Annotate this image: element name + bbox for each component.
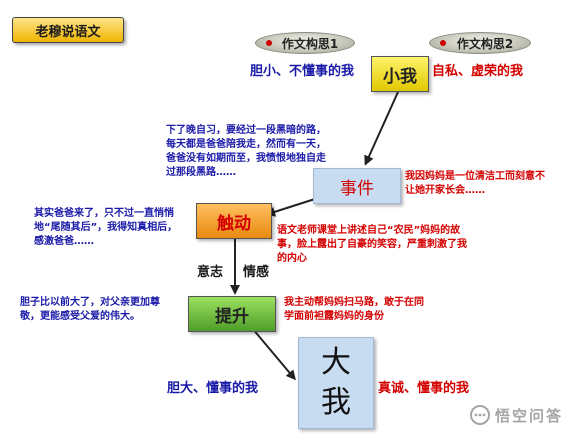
rise-box-label: 提升 — [215, 306, 249, 327]
badge-dot-icon — [440, 40, 446, 46]
touch-right-note-line-1: 语文老师课堂上讲述自己“农民”妈妈的故 — [277, 225, 461, 236]
touch-box-label: 触动 — [217, 213, 251, 234]
touch-right-note-line-3: 的内心 — [277, 253, 307, 264]
arrow-small-to-event — [364, 91, 399, 166]
small-self-box-label: 小我 — [383, 66, 417, 87]
big-self-right-text: 真诚、懂事的我 — [378, 381, 470, 396]
big-self-left-text: 胆大、懂事的我 — [167, 381, 259, 396]
watermark: 悟空问答 — [469, 404, 563, 426]
chat-bubble-icon — [470, 405, 490, 425]
event-right-note-line-1: 我因妈妈是一位清洁工而刻意不 — [405, 171, 545, 182]
touch-left-note: 其实爸爸来了，只不过一直悄悄 地“尾随其后”，我得知真相后， 感激爸爸…… — [34, 207, 177, 249]
rise-left-note-line-2: 敬，更能感受父爱的伟大。 — [20, 311, 140, 322]
concept-2-badge: 作文构思2 — [429, 32, 531, 54]
title-tag-label: 老穆说语文 — [35, 24, 101, 40]
rise-left-note: 胆子比以前大了，对父亲更加尊 敬，更能感受父爱的伟大。 — [20, 296, 160, 324]
big-self-char-1: 大 — [321, 345, 351, 380]
will-label: 意志 — [197, 265, 224, 280]
title-tag: 老穆说语文 — [12, 17, 124, 43]
event-left-note-line-3: 爸爸没有如期而至，我愤恨地独自走 — [166, 153, 326, 164]
concept-2-label: 作文构思2 — [456, 36, 514, 51]
rise-left-note-line-1: 胆子比以前大了，对父亲更加尊 — [20, 297, 160, 308]
event-box-label: 事件 — [340, 178, 374, 199]
small-self-right-text: 自私、虚荣的我 — [432, 64, 524, 79]
small-self-left-text: 胆小、不懂事的我 — [250, 64, 355, 79]
big-self-box: 大 我 — [298, 337, 374, 429]
event-box: 事件 — [313, 168, 401, 204]
touch-left-note-line-1: 其实爸爸来了，只不过一直悄悄 — [34, 208, 174, 219]
concept-1-badge: 作文构思1 — [255, 32, 355, 54]
emotion-label: 情感 — [243, 265, 270, 280]
touch-right-note: 语文老师课堂上讲述自己“农民”妈妈的故 事，脸上露出了自豪的笑容，严重刺激了我 … — [277, 224, 467, 266]
event-right-note-line-2: 让她开家长会…… — [405, 185, 485, 196]
small-self-box: 小我 — [371, 56, 429, 92]
touch-right-note-line-2: 事，脸上露出了自豪的笑容，严重刺激了我 — [277, 239, 467, 250]
arrow-event-to-touch — [265, 197, 319, 217]
concept-1-label: 作文构思1 — [281, 36, 339, 51]
rise-box: 提升 — [188, 296, 276, 332]
touch-left-note-line-3: 感激爸爸…… — [34, 236, 94, 247]
event-left-note-line-1: 下了晚自习，要经过一段黑暗的路， — [166, 125, 326, 136]
event-left-note-line-4: 过那段黑路…… — [166, 167, 236, 178]
touch-left-note-line-2: 地“尾随其后”，我得知真相后， — [34, 222, 178, 233]
event-right-note: 我因妈妈是一位清洁工而刻意不 让她开家长会…… — [405, 170, 545, 198]
rise-right-note-line-1: 我主动帮妈妈扫马路，敢于在同 — [284, 297, 424, 308]
touch-box: 触动 — [196, 203, 272, 239]
event-left-note: 下了晚自习，要经过一段黑暗的路， 每天都是爸爸陪我走，然而有一天， 爸爸没有如期… — [166, 124, 326, 180]
badge-dot-icon — [266, 40, 272, 46]
rise-right-note-line-2: 学面前袒露妈妈的身份 — [284, 311, 384, 322]
arrow-rise-to-big — [251, 327, 296, 381]
rise-right-note: 我主动帮妈妈扫马路，敢于在同 学面前袒露妈妈的身份 — [284, 296, 424, 324]
watermark-label: 悟空问答 — [495, 406, 564, 425]
event-left-note-line-2: 每天都是爸爸陪我走，然而有一天， — [166, 139, 326, 150]
big-self-char-2: 我 — [321, 385, 351, 420]
